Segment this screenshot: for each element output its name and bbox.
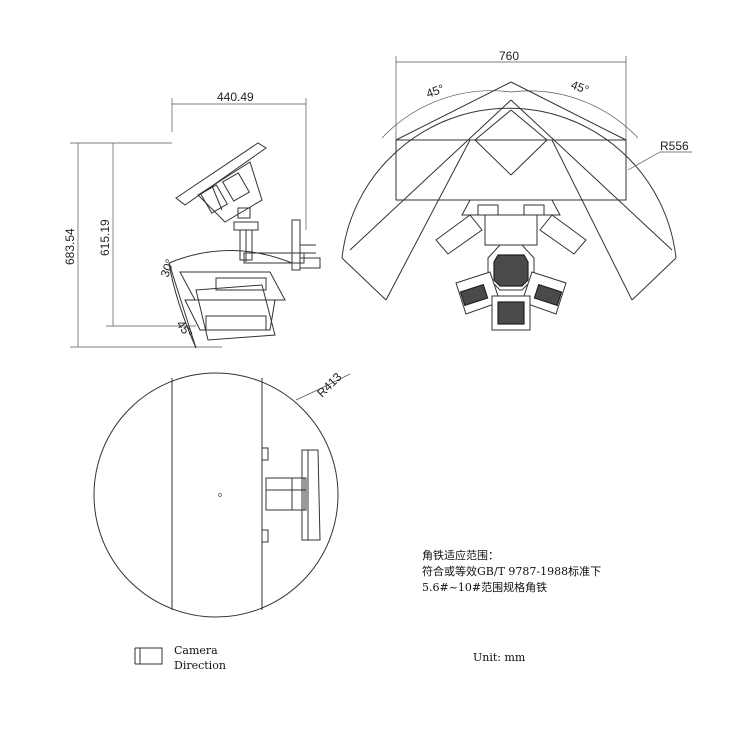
top-left-angle: 45° (424, 81, 446, 100)
camera-direction-icon (134, 647, 163, 665)
side-tilt-up-angle: 30° (158, 257, 177, 279)
side-view: 440.49 683.54 615.19 30° (63, 90, 321, 349)
top-width-dim: 760 (499, 49, 519, 63)
side-height-outer-dim: 683.54 (63, 228, 77, 265)
camera-direction-legend: Camera Direction (174, 643, 226, 673)
note-line-1: 角铁适应范围： (422, 549, 499, 562)
note-line-2: 符合或等效GB/T 9787-1988标准下 (422, 565, 602, 578)
plan-view: R413 (93, 370, 351, 618)
side-width-dim: 440.49 (217, 90, 254, 104)
plan-radius-dim: R413 (314, 370, 344, 400)
top-view: 760 45° 45° R556 (341, 49, 692, 331)
note-line-3: 5.6#~10#范围规格角铁 (422, 581, 548, 594)
angle-iron-note: 角铁适应范围： 符合或等效GB/T 9787-1988标准下 5.6#~10#范… (422, 548, 601, 596)
top-right-angle: 45° (569, 78, 591, 97)
camera-legend-line-2: Direction (174, 659, 226, 672)
unit-label: Unit: mm (473, 651, 526, 664)
side-height-inner-dim: 615.19 (98, 219, 112, 256)
camera-legend-line-1: Camera (174, 644, 218, 657)
top-radius-dim: R556 (660, 139, 689, 153)
